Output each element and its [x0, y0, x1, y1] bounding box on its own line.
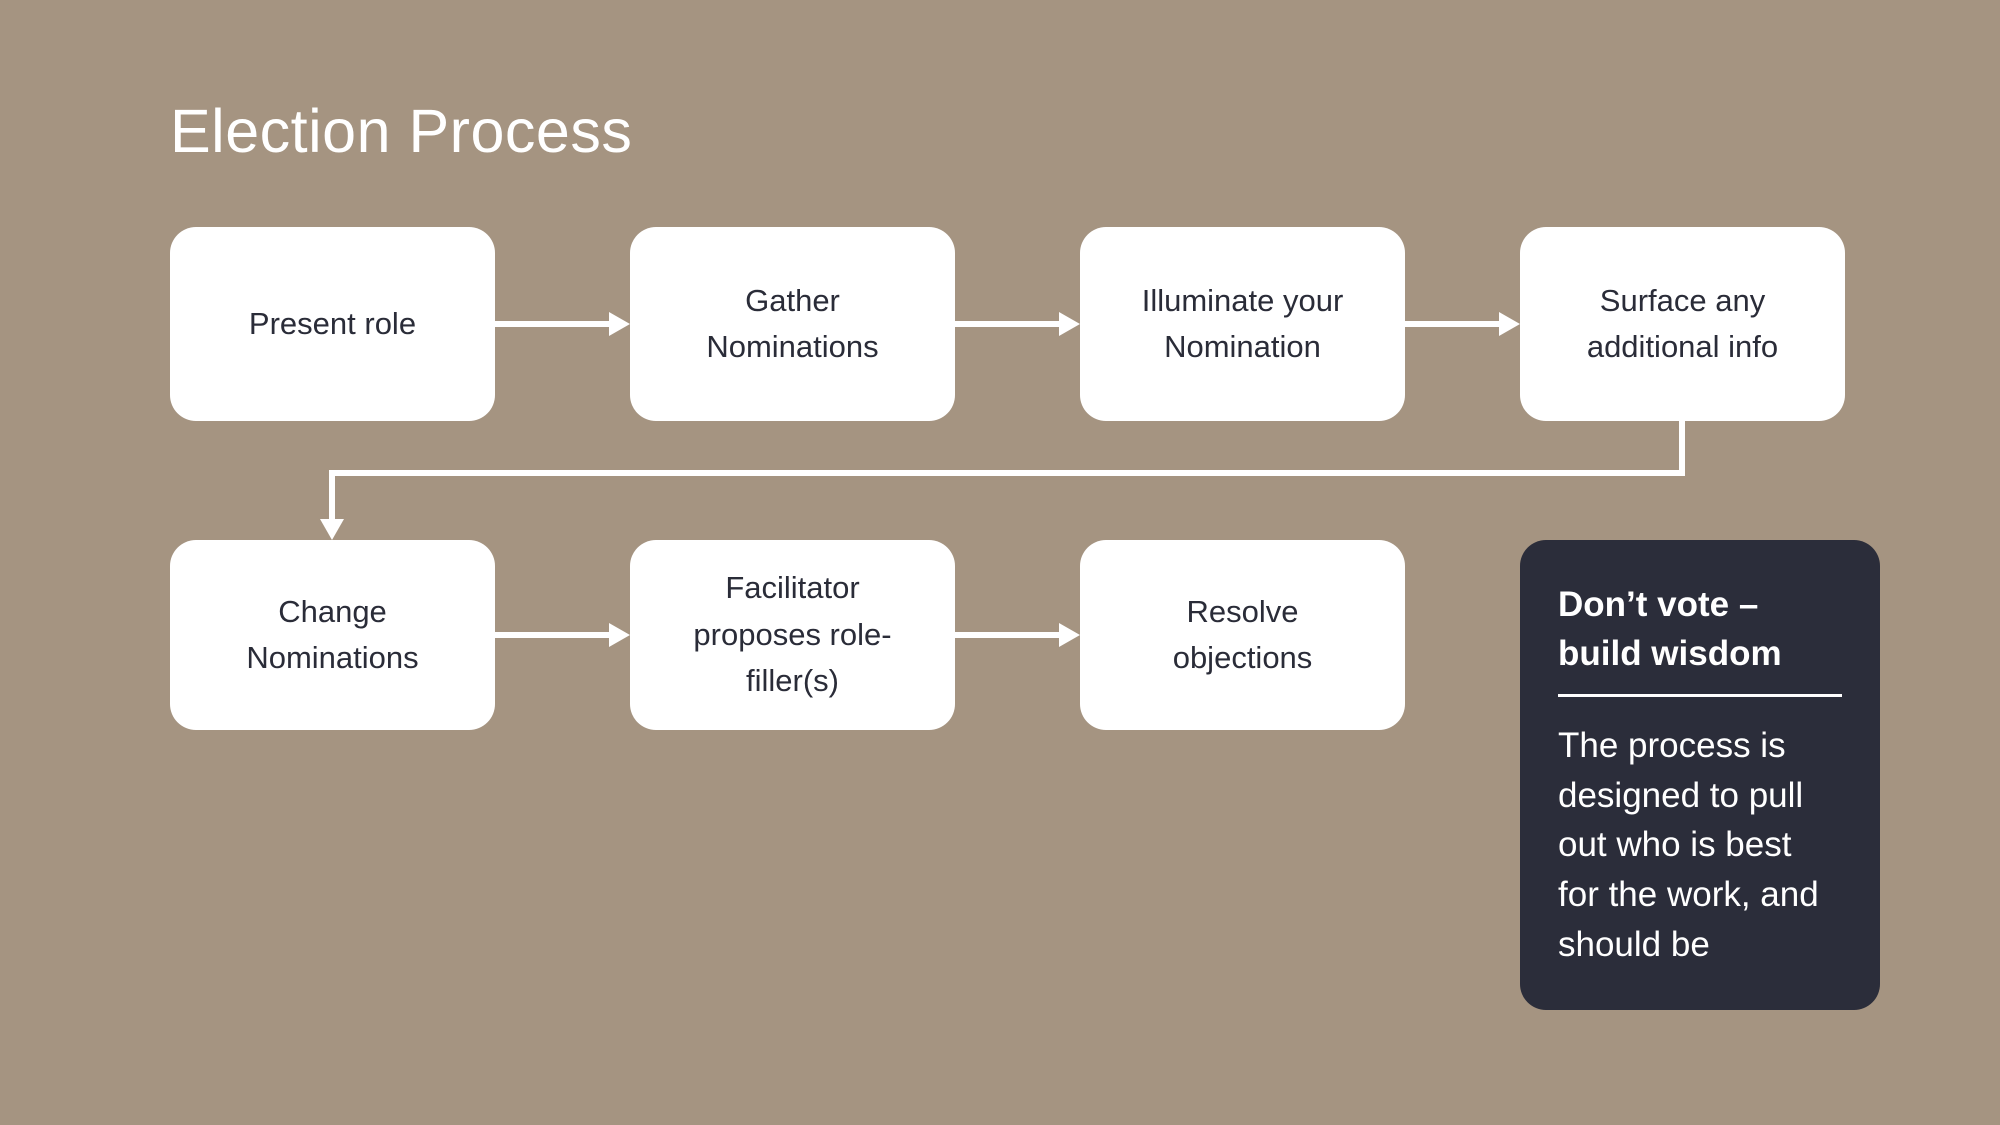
flow-node-label: Change Nominations: [246, 593, 419, 676]
flow-node-present-role: Present role: [170, 227, 495, 421]
flow-node-label: Gather Nominations: [706, 282, 879, 365]
elbow-connector-horizontal-segment: [329, 470, 1685, 476]
arrow-head-down-icon: [320, 519, 344, 540]
elbow-connector-drop-segment: [1679, 420, 1685, 476]
arrow-head-icon: [1499, 312, 1520, 336]
flow-node-resolve-objections: Resolve objections: [1080, 540, 1405, 730]
callout-dont-vote-card: Don’t vote – build wisdom The process is…: [1520, 540, 1880, 1010]
flow-node-label: Present role: [248, 305, 417, 341]
flow-node-label: Illuminate your Nomination: [1141, 282, 1344, 365]
arrow-head-icon: [609, 623, 630, 647]
arrow-line-row2-1: [495, 632, 612, 638]
flow-node-gather-nominations: Gather Nominations: [630, 227, 955, 421]
elbow-connector-down-segment: [329, 470, 335, 520]
slide-title: Election Process: [170, 97, 633, 165]
arrow-head-icon: [1059, 312, 1080, 336]
flow-node-label: Facilitator proposes role-filler(s): [693, 570, 892, 699]
arrow-line-row2-2: [955, 632, 1062, 638]
arrow-line-row1-2: [955, 321, 1062, 327]
callout-body: The process is designed to pull out who …: [1558, 726, 1819, 964]
callout-title: Don’t vote – build wisdom: [1558, 585, 1782, 673]
arrow-line-row1-1: [495, 321, 612, 327]
arrow-line-row1-3: [1405, 321, 1502, 327]
flow-node-label: Resolve objections: [1172, 593, 1313, 676]
arrow-head-icon: [1059, 623, 1080, 647]
flow-node-label: Surface any additional info: [1586, 282, 1779, 365]
callout-divider: [1558, 694, 1842, 697]
flow-node-change-nominations: Change Nominations: [170, 540, 495, 730]
flow-node-illuminate-your-nomination: Illuminate your Nomination: [1080, 227, 1405, 421]
flow-node-surface-additional-info: Surface any additional info: [1520, 227, 1845, 421]
flow-node-facilitator-proposes: Facilitator proposes role-filler(s): [630, 540, 955, 730]
arrow-head-icon: [609, 312, 630, 336]
